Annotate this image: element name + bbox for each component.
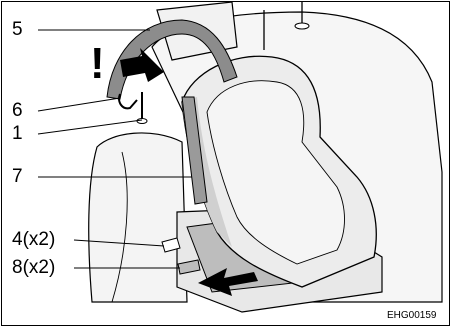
installation-diagram: 5 ! 6 1 7 4(x2) 8(x2) EHG00159: [1, 1, 450, 326]
callout-4: 4(x2): [12, 229, 56, 250]
leader-line-6: [37, 97, 121, 112]
leader-line-4: [73, 239, 165, 247]
lower-anchor-guide: [161, 237, 181, 253]
callout-5: 5: [12, 19, 23, 40]
top-tether-strap: [106, 19, 238, 100]
callout-1: 1: [12, 123, 23, 144]
headrest-post-base: [294, 22, 310, 30]
leader-line-1: [37, 119, 143, 135]
figure-code: EHG00159: [387, 310, 437, 321]
lower-connector: [177, 259, 201, 275]
anchor-bracket-base: [136, 118, 148, 124]
vehicle-seat-cushion: [88, 132, 188, 303]
tether-anchor-hook: [118, 93, 138, 110]
callout-6: 6: [12, 100, 23, 121]
seat-crease: [111, 151, 128, 303]
callout-8: 8(x2): [12, 257, 56, 278]
push-direction-arrow: [198, 268, 258, 296]
diagram-artwork: [37, 2, 443, 313]
warning-exclamation-icon: !: [90, 39, 105, 88]
tighten-direction-arrow: [120, 48, 164, 82]
callout-7: 7: [12, 166, 23, 187]
tether-strap-side: [181, 96, 208, 205]
child-seat-inner-contour: [206, 80, 345, 265]
